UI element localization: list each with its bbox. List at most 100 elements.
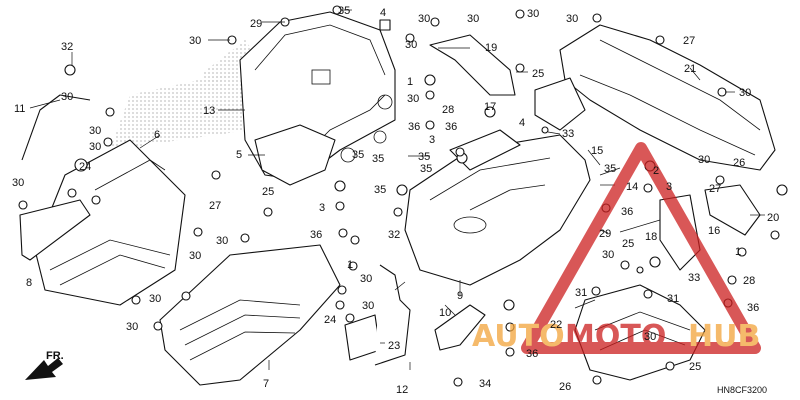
callout: 25 <box>689 361 701 373</box>
part-12-wire <box>374 264 411 366</box>
callout: 26 <box>559 381 571 393</box>
callout: 17 <box>484 101 496 113</box>
callout: 1 <box>347 259 353 271</box>
callout: 30 <box>405 39 417 51</box>
part-9-right-fender <box>404 129 591 286</box>
part-16-bracket <box>659 194 701 271</box>
callout: 30 <box>467 13 479 25</box>
callout: 35 <box>374 184 386 196</box>
callout: 23 <box>388 340 400 352</box>
callout: 11 <box>14 103 25 115</box>
callout: 25 <box>622 238 634 250</box>
callout: 36 <box>310 229 322 241</box>
callout: 1 <box>407 76 413 88</box>
watermark-text-b: MOTO <box>565 319 666 354</box>
callout: 30 <box>61 91 73 103</box>
callout: 26 <box>733 157 745 169</box>
callout: 20 <box>767 212 779 224</box>
callout: 35 <box>420 163 432 175</box>
callout: 32 <box>388 229 400 241</box>
callout: 4 <box>380 7 386 19</box>
callout: 36 <box>526 348 538 360</box>
callout: 36 <box>621 206 633 218</box>
watermark-text-a: AUTO <box>472 319 565 354</box>
callout: 35 <box>352 149 364 161</box>
callout: 24 <box>324 314 336 326</box>
shading-top <box>200 40 260 85</box>
callout: 30 <box>216 235 228 247</box>
callout: 36 <box>408 121 420 133</box>
part-21-rear-fender <box>534 24 776 171</box>
shading-left <box>110 70 250 150</box>
callout: 27 <box>709 183 721 195</box>
callout: 30 <box>360 273 372 285</box>
diagram-code: HN8CF3200 <box>717 385 767 395</box>
callout: 36 <box>747 302 759 314</box>
watermark-text-c: HUB <box>688 319 760 354</box>
callout: 33 <box>688 272 700 284</box>
callout: 30 <box>89 141 101 153</box>
callout: 30 <box>126 321 138 333</box>
callout: 30 <box>602 249 614 261</box>
callout: 28 <box>442 104 454 116</box>
callout: 28 <box>743 275 755 287</box>
callout: 30 <box>566 13 578 25</box>
callout: 3 <box>319 202 325 214</box>
fasteners <box>18 5 788 387</box>
callout: 12 <box>396 384 408 396</box>
callout: 24 <box>79 161 91 173</box>
part-11-wire <box>21 94 91 161</box>
leader-lines <box>29 9 765 370</box>
callout: 13 <box>203 105 215 117</box>
callout: 7 <box>263 378 269 390</box>
callout: 15 <box>591 145 603 157</box>
callout: 25 <box>532 68 544 80</box>
callout: 25 <box>262 186 274 198</box>
callout: 16 <box>708 225 720 237</box>
callout: 30 <box>189 250 201 262</box>
callout: 6 <box>154 129 160 141</box>
watermark-triangle <box>521 142 761 354</box>
callout: 30 <box>418 13 430 25</box>
part-6-left-floor <box>19 139 186 306</box>
callout: 27 <box>209 200 221 212</box>
callout: 2 <box>653 165 659 177</box>
callout: 35 <box>338 5 350 17</box>
callout: 22 <box>550 319 562 331</box>
callout: 35 <box>372 153 384 165</box>
callout: 31 <box>575 287 587 299</box>
part-19-bracket <box>429 34 516 96</box>
part-7-floor-step <box>159 244 341 386</box>
callout: 36 <box>445 121 457 133</box>
callout: 30 <box>739 87 751 99</box>
part-20-bracket <box>704 184 761 236</box>
callout: 30 <box>12 177 24 189</box>
callout: 4 <box>519 117 525 129</box>
callout: 5 <box>236 149 242 161</box>
watermark: AUTO MOTO HUB <box>472 142 761 354</box>
callout: 32 <box>61 41 73 53</box>
callout-numbers: 29 35 4 30 30 30 30 27 30 32 30 1 19 25 … <box>12 5 779 396</box>
callout: 30 <box>407 93 419 105</box>
callout: 1 <box>735 246 741 258</box>
front-direction-arrow: FR. <box>25 350 64 380</box>
callout: 30 <box>527 8 539 20</box>
callout: 30 <box>149 293 161 305</box>
callout: 21 <box>684 63 696 75</box>
callout: 3 <box>666 181 672 193</box>
callout: 19 <box>485 42 497 54</box>
callout: 30 <box>644 331 656 343</box>
callout: 30 <box>189 35 201 47</box>
callout: 35 <box>418 151 430 163</box>
fr-label: FR. <box>46 350 64 362</box>
callout: 31 <box>667 293 679 305</box>
callout: 35 <box>604 163 616 175</box>
part-5-bracket <box>254 124 356 186</box>
callout: 29 <box>599 228 611 240</box>
callout: 10 <box>439 307 451 319</box>
callout: 33 <box>562 128 574 140</box>
callout: 8 <box>26 277 32 289</box>
callout: 34 <box>479 378 491 390</box>
